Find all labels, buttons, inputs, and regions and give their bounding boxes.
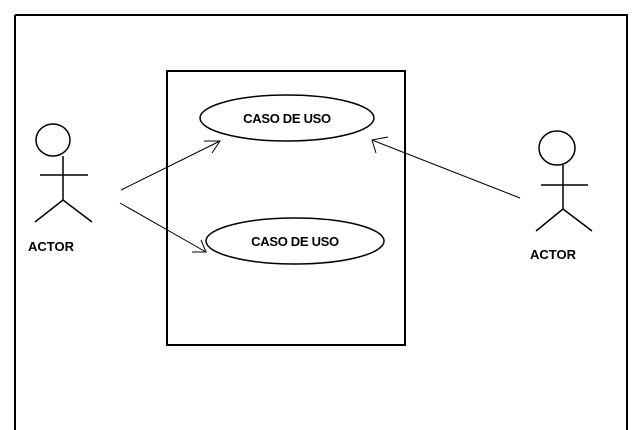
association-right-to-uc1 <box>371 136 521 199</box>
association-left-to-uc1 <box>120 140 221 191</box>
actor-right[interactable]: ACTOR <box>530 130 593 262</box>
use-case-2[interactable]: CASO DE USO <box>205 217 385 265</box>
stick-figure-icon <box>34 123 93 223</box>
association-left-to-uc2 <box>119 202 207 253</box>
arrowhead-icon <box>192 239 207 253</box>
use-case-2-label: CASO DE USO <box>251 234 339 249</box>
arrowhead-icon <box>204 140 221 154</box>
actor-left-label: ACTOR <box>28 239 75 254</box>
system-boundary <box>166 70 406 346</box>
actor-left[interactable]: ACTOR <box>28 123 93 254</box>
use-case-2-oval <box>205 217 385 265</box>
actor-right-label: ACTOR <box>530 247 577 262</box>
outer-frame <box>14 14 628 430</box>
use-case-1-oval <box>199 94 375 142</box>
use-case-1[interactable]: CASO DE USO <box>199 94 375 142</box>
stick-figure-icon <box>535 130 593 232</box>
arrowhead-icon <box>371 136 389 154</box>
use-case-1-label: CASO DE USO <box>243 111 331 126</box>
